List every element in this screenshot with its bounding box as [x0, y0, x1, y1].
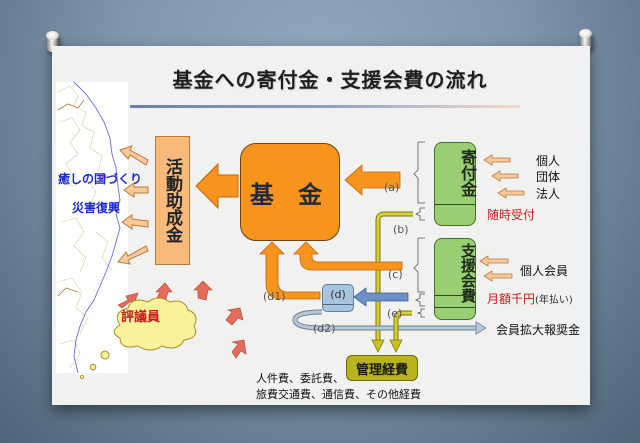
donor-arrow-1: [483, 154, 511, 166]
arrow-to-map-4: [117, 245, 149, 265]
arrow-d1: [259, 241, 321, 300]
flow-label-d1: (d1): [263, 290, 286, 303]
arrow-a: [344, 164, 401, 196]
admin-detail-line2: 旅費交通費、通信費、その他経費: [256, 388, 421, 401]
arrow-e-head: [389, 339, 403, 353]
cloud-bubble-1: [100, 350, 110, 360]
fee-note-sub: (年払い): [535, 295, 573, 306]
flow-label-e: (e): [387, 307, 403, 320]
cloud-bubble-3: [80, 374, 85, 379]
map-outline-icon: [57, 81, 121, 374]
bracket-e: [416, 308, 425, 318]
fund-box: 基 金: [240, 143, 340, 241]
reserve-box: (d): [322, 284, 354, 312]
title-underline: [130, 105, 520, 108]
flow-label-b: (b): [393, 223, 409, 236]
fee-note: 月額千円(年払い): [487, 290, 573, 307]
council-arrow-5: [231, 339, 247, 359]
support-fee-label: 支援会費: [459, 243, 477, 303]
grant-box: 活動助成金: [155, 136, 190, 265]
council-arrow-1: [117, 292, 139, 309]
member-arrow-1: [479, 255, 509, 267]
donation-note: 随時受付: [487, 208, 536, 222]
arrow-fund-to-grant: [195, 162, 239, 210]
arrow-c: [293, 241, 403, 271]
support-fee-separator-2: [435, 307, 475, 308]
flow-label-c: (c): [388, 268, 403, 281]
council-arrow-4: [225, 307, 244, 326]
council-cloud: [113, 297, 197, 351]
arrow-to-map-1: [119, 145, 149, 166]
arrow-to-map-3: [121, 214, 149, 230]
bracket-d: [415, 293, 425, 307]
flow-label-d2: (d2): [313, 322, 336, 335]
arrow-to-map-2: [123, 182, 149, 198]
cloud-bubble-2: [89, 363, 97, 371]
donation-label: 寄付金: [458, 149, 477, 197]
arrow-member-reward-head: [475, 321, 487, 335]
donor-arrow-2: [491, 170, 519, 182]
arrow-b-head: [371, 339, 385, 353]
member-individual: 個人会員: [520, 264, 569, 278]
support-fee-box: 支援会費: [434, 238, 477, 320]
member-arrow-2: [483, 270, 513, 282]
donor-arrow-3: [497, 187, 525, 199]
map-label-healing: 癒しの国づくり: [58, 172, 143, 186]
member-reward-label: 会員拡大報奨金: [496, 323, 581, 337]
bracket-b: [415, 207, 425, 221]
donor-individual: 個人: [536, 154, 561, 168]
donation-separator: [435, 204, 475, 205]
bracket-c: [413, 237, 425, 293]
admin-cost-box: 管理経費: [346, 355, 418, 381]
council-arrow-3: [193, 280, 213, 301]
donation-box: 寄付金: [434, 142, 477, 226]
admin-detail-line1: 人件費、委託費、: [256, 372, 344, 385]
support-fee-separator-1: [435, 295, 475, 296]
donor-group: 団体: [536, 170, 561, 184]
council-label: 評議員: [121, 310, 161, 325]
slide-title: 基金への寄付金・支援会費の流れ: [172, 68, 488, 92]
region-map: [56, 81, 128, 374]
pushpin-right: [579, 29, 592, 50]
reserve-label: (d): [330, 288, 346, 301]
map-label-recovery: 災害復興: [72, 201, 121, 215]
donor-corporation: 法人: [536, 187, 561, 201]
fee-note-main: 月額千円: [487, 292, 536, 306]
arrow-support-to-reserve: [353, 287, 409, 307]
bracket-a: [413, 141, 425, 204]
reserve-separator: [323, 304, 353, 305]
flow-label-a: (a): [384, 181, 400, 194]
